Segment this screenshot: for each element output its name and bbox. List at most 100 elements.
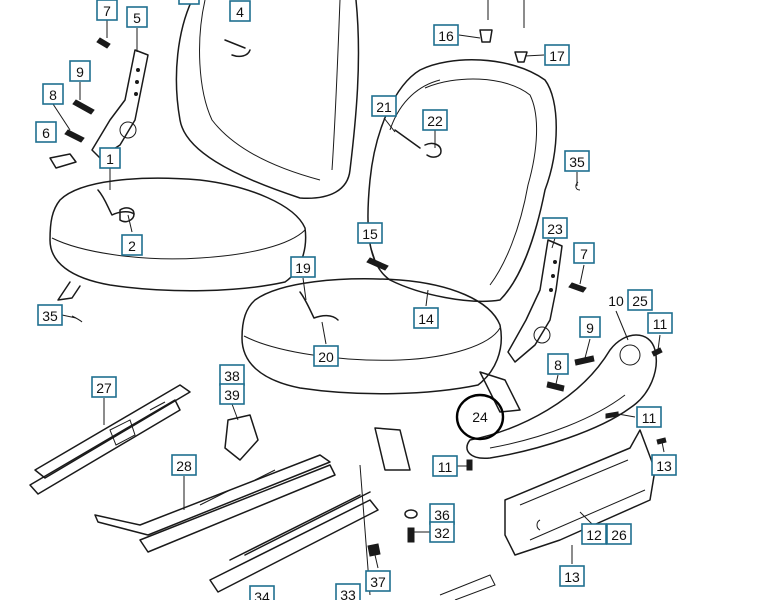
callout-15: 15 (357, 222, 383, 244)
callout-box (564, 150, 590, 172)
callout-9: 9 (579, 316, 601, 338)
callout-number: 11 (642, 410, 657, 426)
callout-box (37, 304, 63, 326)
callout-2: 2 (121, 234, 143, 256)
callout-38: 38 (219, 364, 245, 386)
seat-rail-lower (209, 464, 496, 600)
callout-5: 5 (126, 6, 148, 28)
callout-number: 9 (586, 320, 594, 336)
callout-number: 11 (438, 459, 453, 475)
callout-box (91, 376, 117, 398)
callout-19: 19 (290, 256, 316, 278)
callout-number: 6 (42, 125, 50, 141)
callout-box (313, 345, 339, 367)
callout-8: 8 (42, 83, 64, 105)
callout-box (357, 222, 383, 244)
callout-box (42, 83, 64, 105)
callout-25: 25 (627, 289, 653, 311)
callout-37: 37 (365, 570, 391, 592)
callout-number: 22 (427, 113, 443, 129)
callout-7: 7 (573, 242, 595, 264)
highlight-ring-24 (455, 393, 505, 441)
callout-34: 34 (249, 585, 275, 600)
callout-box (229, 0, 251, 22)
callout-3: 3 (178, 0, 200, 5)
callout-12: 12 (581, 523, 607, 545)
callout-number: 8 (554, 357, 562, 373)
small-parts (367, 509, 418, 557)
callout-36: 36 (429, 503, 455, 525)
right-recliner-bracket (507, 239, 563, 363)
callout-number: 23 (547, 221, 563, 237)
callout-box (69, 60, 91, 82)
callout-11: 11 (432, 455, 458, 477)
callout-35: 35 (564, 150, 590, 172)
callout-box (606, 523, 632, 545)
callout-number: 15 (362, 226, 378, 242)
callout-6: 6 (35, 121, 57, 143)
side-trim-panel (504, 429, 656, 556)
callout-1: 1 (99, 147, 121, 169)
callout-number: 26 (611, 527, 627, 543)
callout-10: 10 (608, 293, 624, 309)
callout-9: 9 (69, 60, 91, 82)
callout-box (413, 307, 439, 329)
callout-number: 3 (185, 0, 193, 3)
callout-box (219, 383, 245, 405)
callout-number: 5 (133, 10, 141, 26)
callout-7: 7 (96, 0, 118, 21)
callout-box (581, 523, 607, 545)
callout-number: 19 (295, 260, 311, 276)
callout-box (627, 289, 653, 311)
callout-32: 32 (429, 521, 455, 543)
callout-28: 28 (171, 454, 197, 476)
callout-box (429, 521, 455, 543)
left-hardware (49, 37, 135, 223)
rail-cover-38-39 (224, 414, 259, 461)
callout-number: 25 (632, 293, 648, 309)
callout-33: 33 (335, 583, 361, 600)
callout-number: 37 (370, 574, 386, 590)
callout-11: 11 (647, 312, 673, 334)
callout-number: 35 (569, 154, 585, 170)
callout-box (35, 121, 57, 143)
callout-number: 39 (224, 387, 240, 403)
right-hardware (71, 0, 667, 471)
callout-11: 11 (636, 406, 662, 428)
callout-26: 26 (606, 523, 632, 545)
callout-4: 4 (229, 0, 251, 22)
callout-number: 34 (254, 589, 270, 600)
callout-24: 24 (472, 409, 488, 425)
seat-rail-left (29, 384, 191, 495)
callout-number: 11 (653, 316, 668, 332)
callout-13: 13 (651, 454, 677, 476)
left-seat-cushion (49, 177, 307, 301)
callout-box (371, 95, 397, 117)
callout-box (433, 24, 459, 46)
callout-27: 27 (91, 376, 117, 398)
callout-box (99, 147, 121, 169)
callout-box (651, 454, 677, 476)
callout-number: 4 (236, 4, 244, 20)
callout-14: 14 (413, 307, 439, 329)
callout-number: 27 (96, 380, 112, 396)
callout-box (432, 455, 458, 477)
callout-number: 17 (549, 48, 565, 64)
callout-number: 7 (580, 246, 588, 262)
callout-box (121, 234, 143, 256)
callout-number: 38 (224, 368, 240, 384)
callout-17: 17 (544, 44, 570, 66)
callout-number: 13 (656, 458, 672, 474)
callout-box (335, 583, 361, 600)
seat-rail-right (94, 454, 336, 553)
callout-number: 21 (376, 99, 392, 115)
callout-box (547, 353, 569, 375)
callout-number: 13 (564, 569, 580, 585)
callout-number: 7 (103, 3, 111, 19)
callout-35: 35 (37, 304, 63, 326)
callout-box (171, 454, 197, 476)
right-seat-back (367, 59, 557, 303)
callout-22: 22 (422, 109, 448, 131)
callout-box (422, 109, 448, 131)
